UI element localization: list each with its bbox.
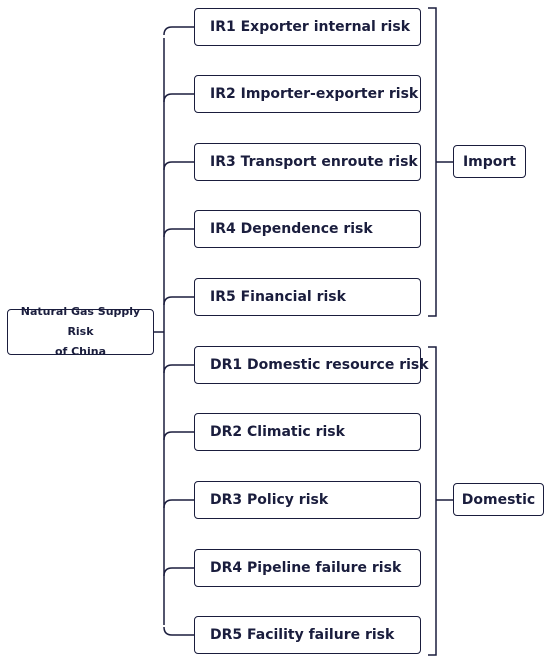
branch-dr3 — [163, 499, 194, 509]
risk-node-ir5: IR5 Financial risk — [194, 278, 421, 316]
branch-ir1 — [163, 26, 194, 36]
risk-node-dr2: DR2 Climatic risk — [194, 413, 421, 451]
root-label-line2: of China — [54, 345, 107, 358]
risk-node-ir2: IR2 Importer-exporter risk — [194, 75, 421, 113]
branch-dr4 — [163, 567, 194, 577]
risk-node-dr5: DR5 Facility failure risk — [194, 616, 421, 654]
category-node-import: Import — [453, 145, 526, 178]
risk-node-dr1: DR1 Domestic resource risk — [194, 346, 429, 384]
branch-ir4 — [163, 228, 194, 238]
risk-node-dr3: DR3 Policy risk — [194, 481, 421, 519]
import-bracket — [428, 7, 437, 317]
root-node: Natural Gas Supply Risk of China — [7, 305, 154, 358]
branch-dr5 — [163, 626, 194, 636]
category-node-domestic: Domestic — [453, 483, 544, 516]
branch-dr1 — [163, 364, 194, 374]
risk-node-ir3: IR3 Transport enroute risk — [194, 143, 421, 181]
domestic-bracket — [428, 346, 437, 656]
branch-ir3 — [163, 161, 194, 171]
branch-ir2 — [163, 93, 194, 103]
root-label-line1: Natural Gas Supply Risk — [20, 305, 141, 338]
branch-ir5 — [163, 296, 194, 306]
risk-node-ir4: IR4 Dependence risk — [194, 210, 421, 248]
risk-node-ir1: IR1 Exporter internal risk — [194, 8, 421, 46]
branch-dr2 — [163, 431, 194, 441]
risk-node-dr4: DR4 Pipeline failure risk — [194, 549, 421, 587]
